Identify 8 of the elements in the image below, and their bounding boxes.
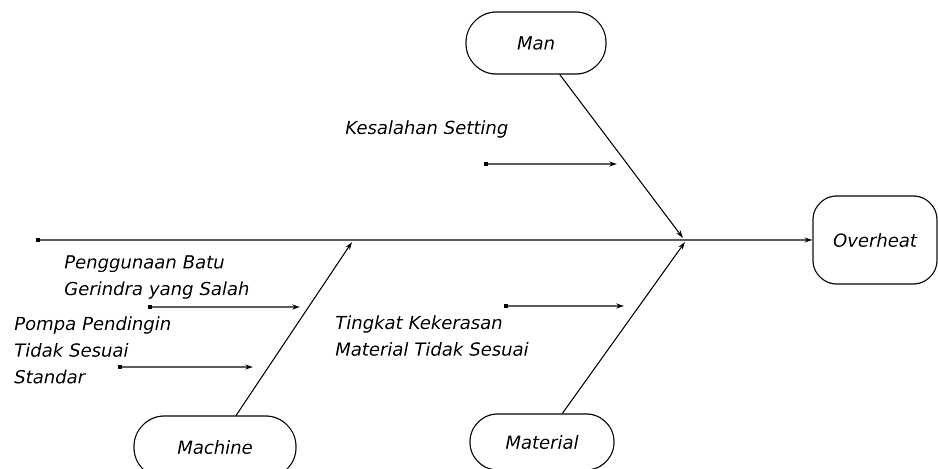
category-box: Man bbox=[465, 11, 607, 75]
category-box: Machine bbox=[133, 415, 297, 469]
effect-box: Overheat bbox=[812, 195, 938, 285]
cause-text: Pompa Pendingin Tidak Sesuai Standar bbox=[14, 316, 170, 384]
cause-text: Kesalahan Setting bbox=[346, 120, 508, 138]
cause-text: Penggunaan Batu Gerindra yang Salah bbox=[64, 255, 248, 299]
category-box: Material bbox=[469, 413, 615, 469]
cause-text: Tingkat Kekerasan Material Tidak Sesuai bbox=[336, 315, 529, 356]
